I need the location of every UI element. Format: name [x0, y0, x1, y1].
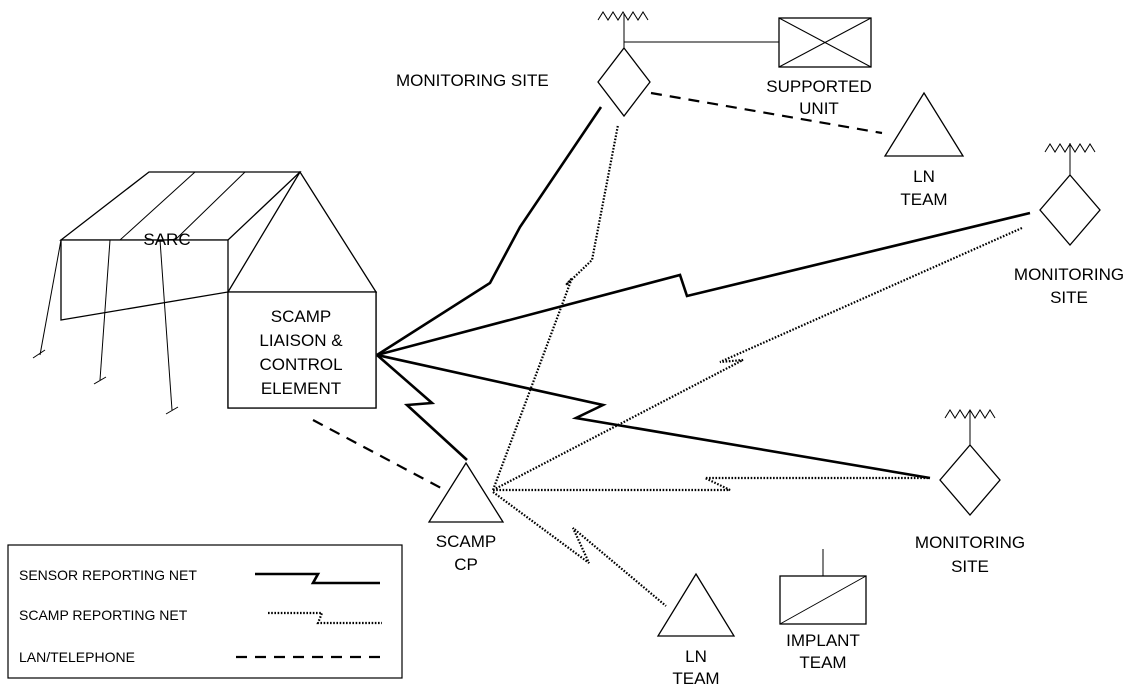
sarc-tent [32, 170, 378, 415]
svg-text:SITE: SITE [951, 557, 989, 576]
ln-team-bottom-symbol [656, 572, 736, 637]
svg-text:LN: LN [913, 167, 935, 186]
svg-text:LN: LN [685, 647, 707, 666]
svg-text:ELEMENT: ELEMENT [261, 379, 341, 398]
scamp-link-monitoring-lower [493, 476, 930, 492]
monitoring-site-right-symbol [1039, 143, 1101, 246]
lan-link-liaison-cp [312, 419, 442, 489]
sensor-link-monitoring-lower [376, 353, 931, 480]
monitoring-site-top-symbol [597, 11, 651, 118]
monitoring-site-lower-symbol [939, 409, 1001, 516]
scamp-cp-symbol [427, 461, 505, 523]
svg-text:LIAISON &: LIAISON & [259, 331, 343, 350]
svg-text:CP: CP [454, 555, 478, 574]
tent-side [60, 239, 229, 321]
sarc-label: SARC [143, 230, 190, 249]
supported-unit-label: SUPPORTED UNIT [766, 77, 872, 118]
legend-scamp-label: SCAMP REPORTING NET [19, 607, 188, 623]
ln-team-top-label: LN TEAM [900, 167, 947, 209]
monitoring-site-right-label: MONITORING SITE [1014, 265, 1124, 307]
svg-text:TEAM: TEAM [672, 669, 719, 686]
implant-team-label: IMPLANT TEAM [786, 631, 860, 672]
monitoring-site-top-label: MONITORING SITE [396, 71, 549, 90]
scamp-link-monitoring-top [491, 124, 620, 491]
implant-team-symbol [779, 549, 867, 625]
scamp-cp-label: SCAMP CP [436, 532, 496, 574]
scamp-link-ln-team [492, 491, 667, 607]
legend-sensor-label: SENSOR REPORTING NET [19, 567, 197, 583]
ln-team-bottom-label: LN TEAM [672, 647, 719, 686]
svg-text:TEAM: TEAM [799, 653, 846, 672]
ln-team-top-symbol [883, 91, 965, 157]
legend: SENSOR REPORTING NET SCAMP REPORTING NET… [7, 544, 403, 679]
liaison-label: SCAMP LIAISON & CONTROL ELEMENT [259, 307, 343, 398]
svg-text:MONITORING: MONITORING [915, 533, 1025, 552]
sensor-link-monitoring-top [376, 106, 603, 357]
svg-text:UNIT: UNIT [799, 99, 839, 118]
svg-text:MONITORING: MONITORING [1014, 265, 1124, 284]
svg-text:CONTROL: CONTROL [259, 355, 342, 374]
sensor-link-scamp-cp [376, 354, 468, 461]
lan-link-monitoring-lnteam [650, 91, 883, 135]
supported-unit-symbol [778, 17, 872, 68]
scamp-link-monitoring-right [492, 226, 1023, 491]
svg-text:SUPPORTED: SUPPORTED [766, 77, 872, 96]
svg-text:TEAM: TEAM [900, 190, 947, 209]
svg-text:SCAMP: SCAMP [436, 532, 496, 551]
legend-scamp-line [268, 611, 382, 625]
svg-text:SCAMP: SCAMP [271, 307, 331, 326]
sensor-link-monitoring-right [376, 211, 1031, 357]
monitoring-site-lower-label: MONITORING SITE [915, 533, 1025, 576]
svg-text:SITE: SITE [1050, 288, 1088, 307]
svg-text:IMPLANT: IMPLANT [786, 631, 860, 650]
legend-sensor-line [255, 572, 380, 585]
legend-lan-label: LAN/TELEPHONE [19, 649, 135, 665]
